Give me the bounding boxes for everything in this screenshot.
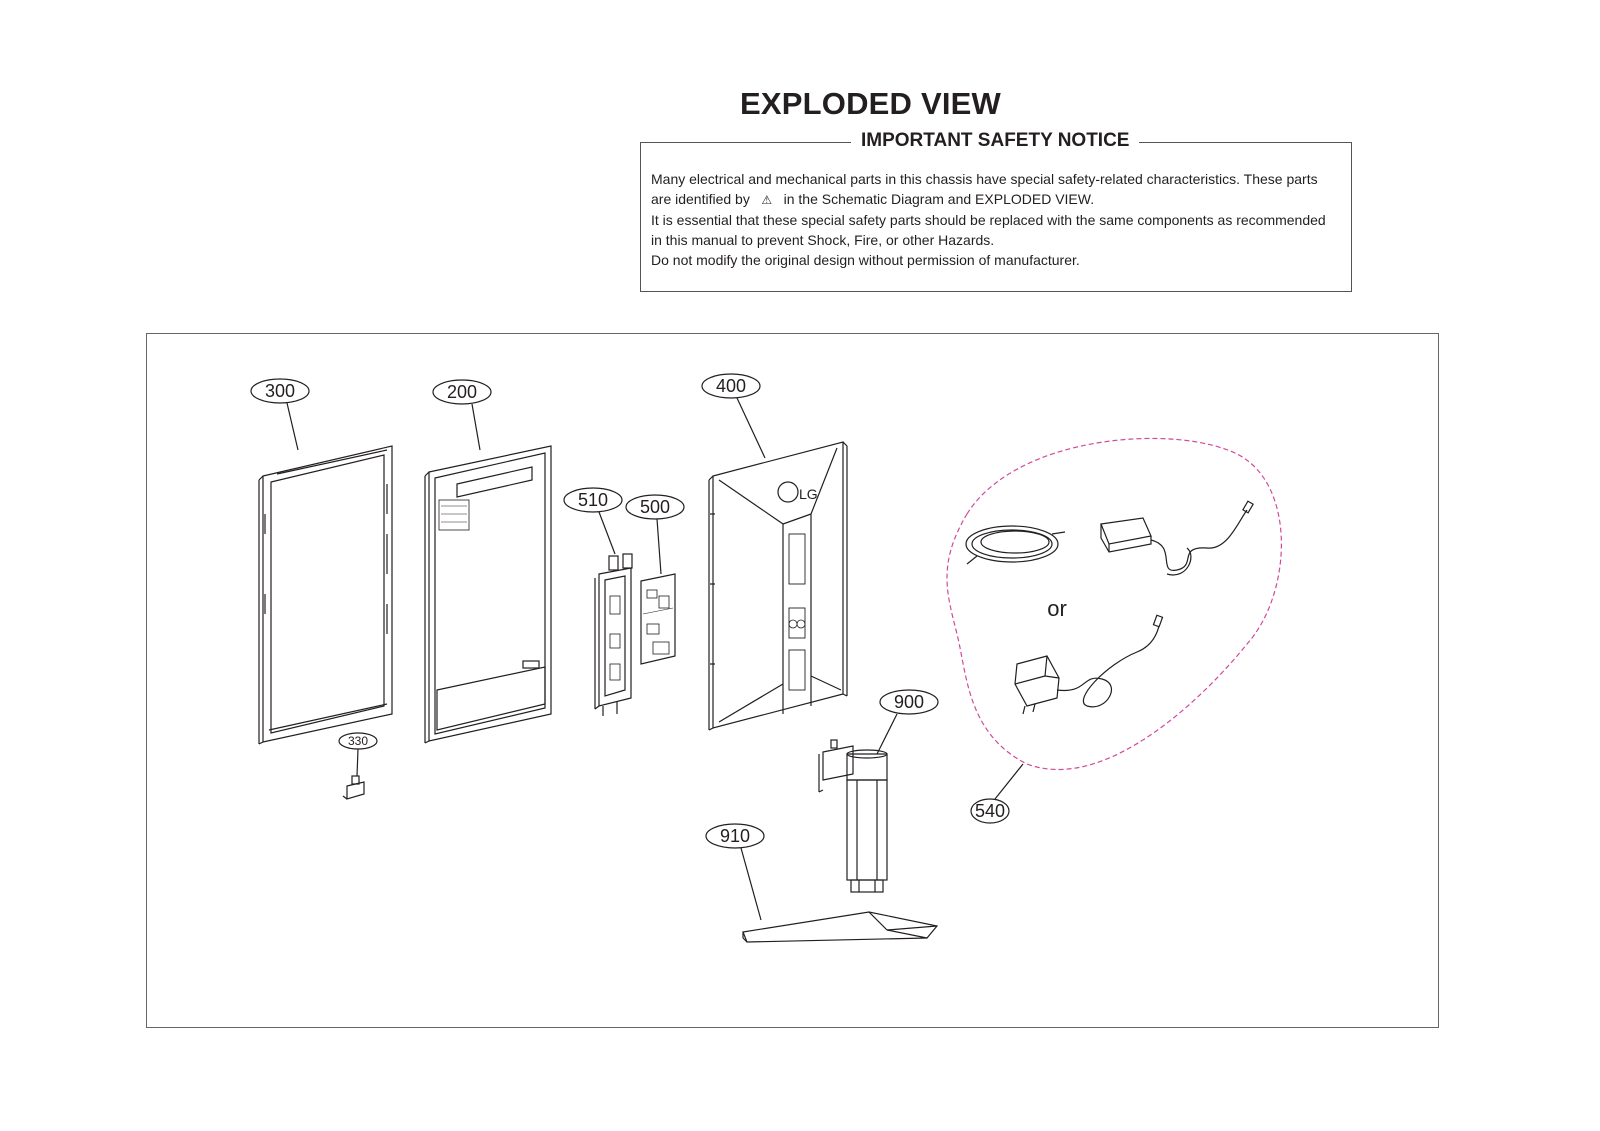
callout-200: 200 — [432, 379, 492, 451]
part-910-stand-base — [742, 911, 939, 943]
part-330-bracket — [342, 775, 365, 800]
adapter-group-outline — [946, 437, 1282, 771]
notice-line-2-start: are identified by — [651, 191, 750, 207]
callout-330: 330 — [338, 732, 378, 777]
notice-line-5: Do not modify the original design withou… — [651, 252, 1080, 268]
warning-triangle-icon: ⚠ — [761, 193, 773, 207]
power-adapter-brick-icon — [1100, 500, 1254, 576]
callout-500: 500 — [625, 494, 685, 575]
part-200-lcd-module — [424, 445, 552, 744]
callout-400: 400 — [701, 373, 766, 459]
notice-line-4: in this manual to prevent Shock, Fire, o… — [651, 232, 995, 248]
callout-510: 510 — [563, 487, 623, 555]
part-500-main-board — [640, 573, 676, 665]
callout-500-label: 500 — [640, 497, 670, 517]
callout-900: 900 — [876, 689, 939, 755]
safety-notice-heading: IMPORTANT SAFETY NOTICE — [851, 130, 1140, 152]
part-900-stand-body — [818, 739, 888, 893]
part-300-front-bezel — [258, 445, 393, 745]
part-540-adapter-group: or — [946, 437, 1282, 771]
safety-notice-body: Many electrical and mechanical parts in … — [651, 169, 1341, 270]
notice-line-3: It is essential that these special safet… — [651, 212, 1326, 228]
wall-adapter-icon — [1014, 614, 1164, 715]
callout-510-label: 510 — [578, 490, 608, 510]
callout-540: 540 — [970, 763, 1024, 824]
or-label: or — [1047, 596, 1067, 621]
notice-line-2-end: in the Schematic Diagram and EXPLODED VI… — [783, 191, 1095, 207]
callout-900-label: 900 — [894, 692, 924, 712]
callout-910-label: 910 — [720, 826, 750, 846]
callout-330-label: 330 — [348, 734, 368, 748]
power-cord-icon — [965, 525, 1066, 565]
callout-300: 300 — [250, 378, 310, 451]
callout-400-label: 400 — [716, 376, 746, 396]
callout-540-label: 540 — [975, 801, 1005, 821]
page-title: EXPLODED VIEW — [740, 86, 1001, 121]
exploded-view-diagram: 300 330 — [146, 333, 1439, 1028]
part-400-back-cover: LG — [708, 441, 848, 731]
callout-300-label: 300 — [265, 381, 295, 401]
brand-logo: LG — [799, 486, 818, 502]
callout-200-label: 200 — [447, 382, 477, 402]
exploded-view-drawing: 300 330 — [250, 373, 1282, 943]
callout-910: 910 — [705, 823, 765, 921]
part-510-board-bracket — [594, 553, 633, 716]
safety-notice-box: IMPORTANT SAFETY NOTICE Many electrical … — [640, 130, 1352, 292]
notice-line-1: Many electrical and mechanical parts in … — [651, 171, 1318, 187]
notice-line-2: are identified by ⚠ in the Schematic Dia… — [651, 189, 1341, 210]
